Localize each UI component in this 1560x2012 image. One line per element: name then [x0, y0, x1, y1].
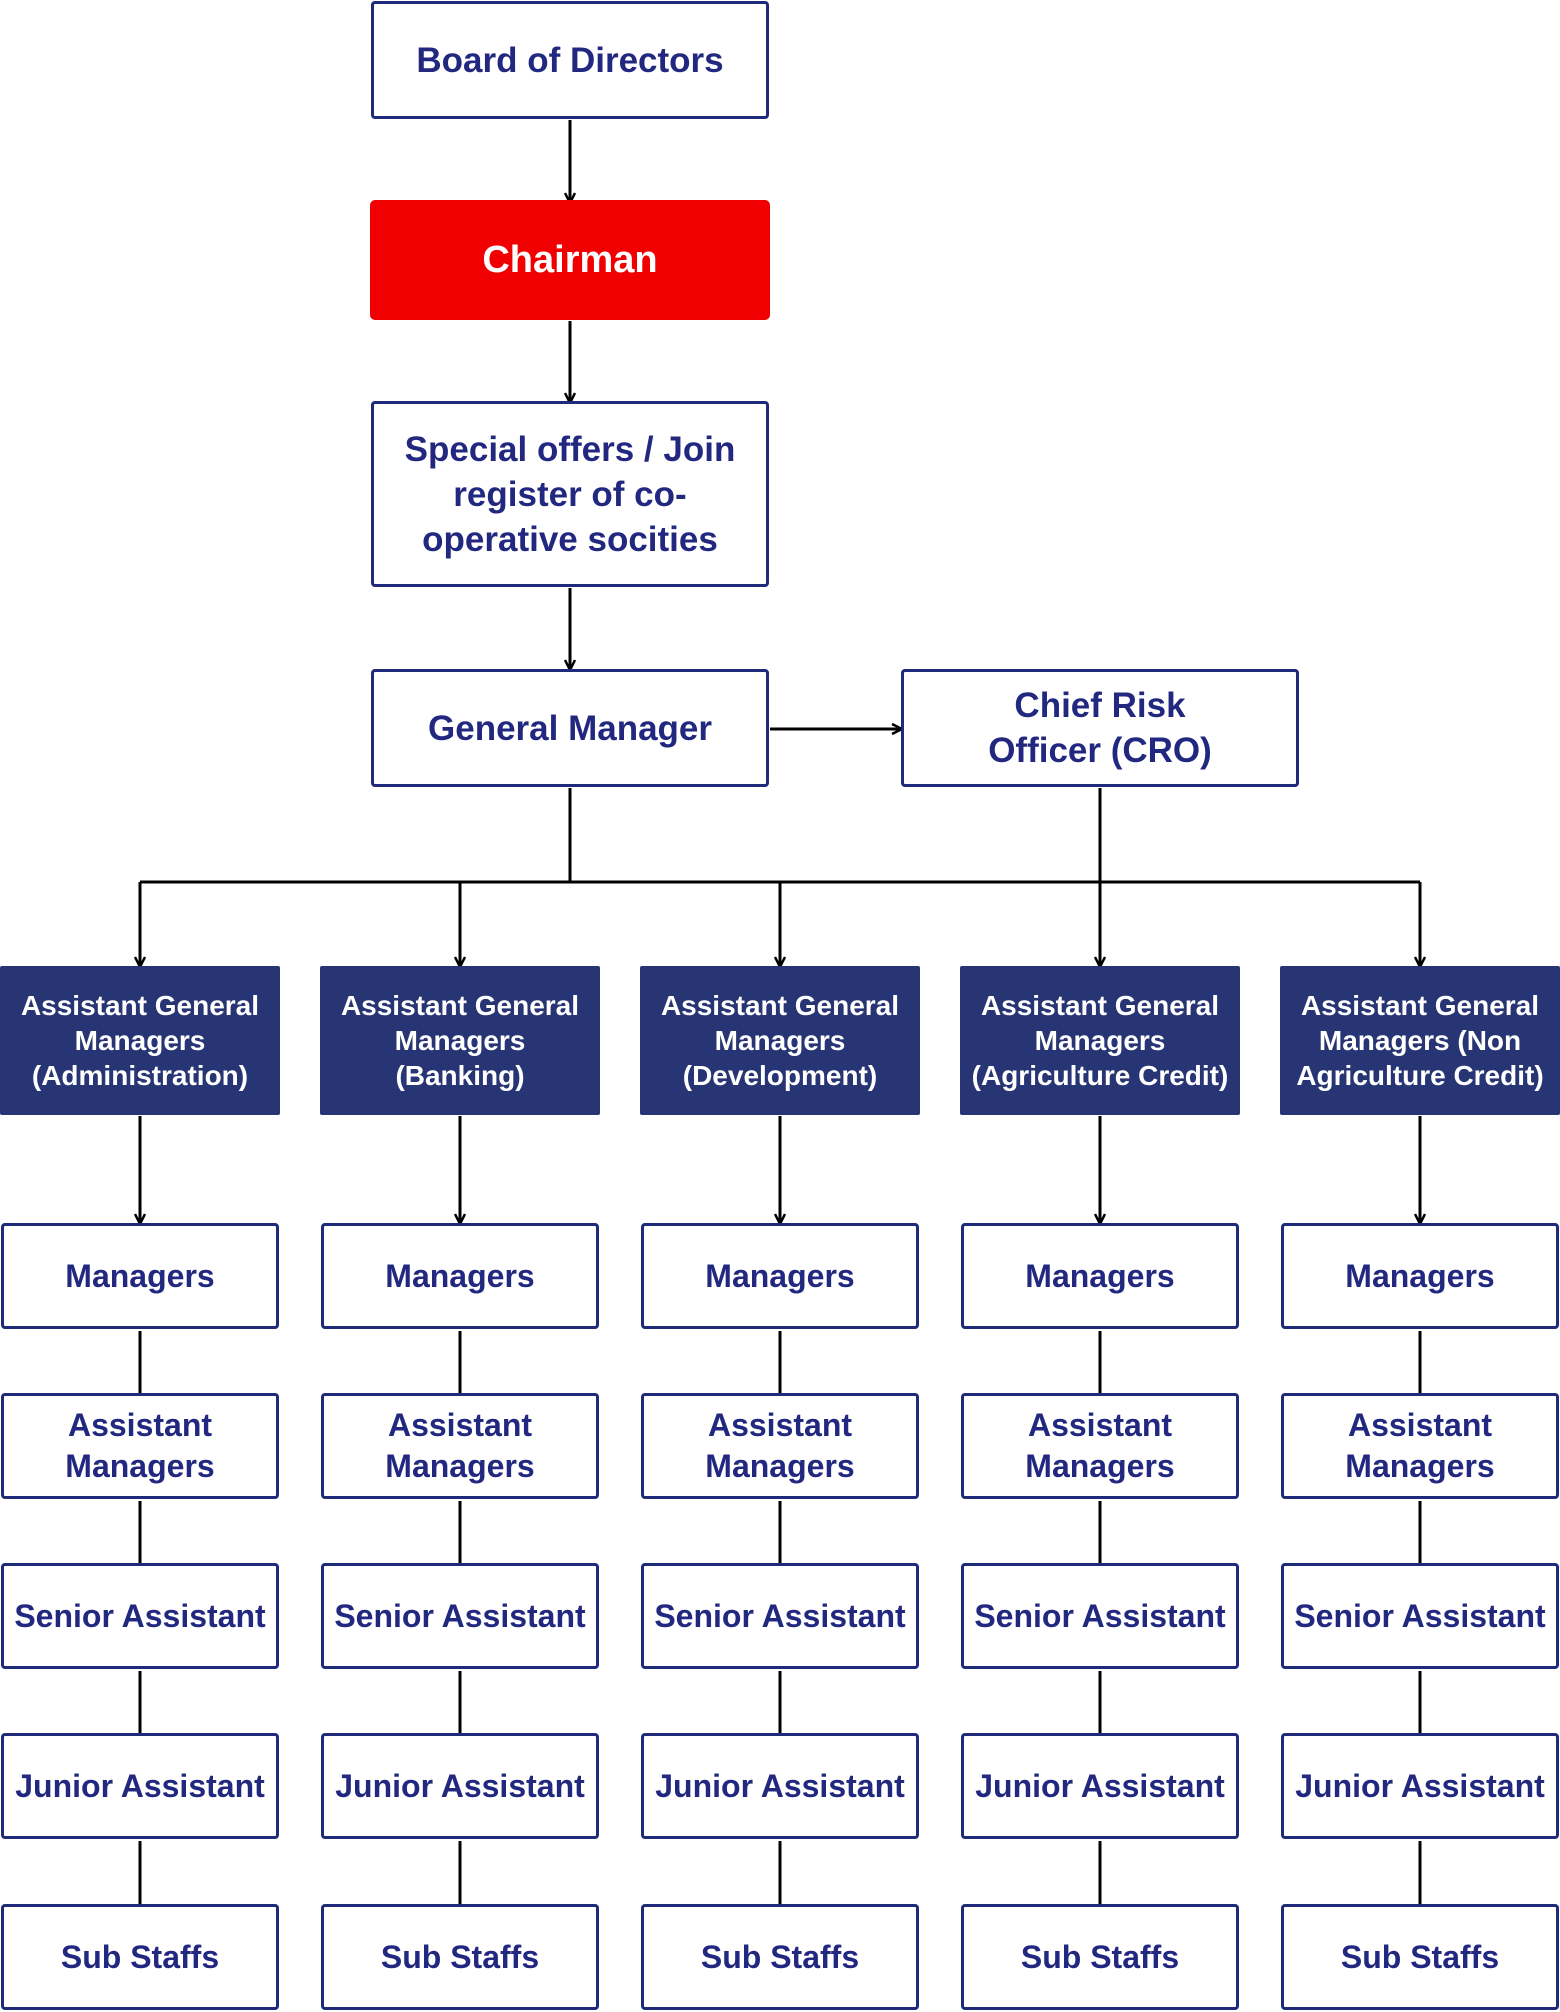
- sub-staffs-label: Sub Staffs: [1340, 1938, 1500, 1975]
- agm-development-label: Assistant General Managers (Development): [660, 990, 900, 1091]
- managers-label: Managers: [1345, 1257, 1495, 1294]
- junior-assistant-label: Junior Assistant: [335, 1767, 585, 1804]
- managers-box: Managers: [641, 1223, 919, 1329]
- chairman-label: Chairman: [482, 238, 658, 281]
- senior-assistant-box: Senior Assistant: [1281, 1563, 1559, 1669]
- sub-staffs-label: Sub Staffs: [60, 1938, 220, 1975]
- junior-assistant-label: Junior Assistant: [15, 1767, 265, 1804]
- agm-administration-label: Assistant General Managers (Administrati…: [20, 990, 260, 1091]
- senior-assistant-label: Senior Assistant: [1294, 1597, 1546, 1634]
- junior-assistant-box: Junior Assistant: [1281, 1733, 1559, 1839]
- agm-non-agriculture-credit-label: Assistant General Managers (Non Agricult…: [1296, 990, 1544, 1091]
- assistant-managers-label: Assistant Managers: [1345, 1407, 1495, 1484]
- managers-label: Managers: [385, 1257, 535, 1294]
- agm-non-agriculture-credit-box: Assistant General Managers (Non Agricult…: [1280, 966, 1560, 1115]
- assistant-managers-label: Assistant Managers: [1025, 1407, 1175, 1484]
- managers-label: Managers: [705, 1257, 855, 1294]
- junior-assistant-label: Junior Assistant: [1295, 1767, 1545, 1804]
- agm-banking-label: Assistant General Managers (Banking): [340, 990, 580, 1091]
- sub-staffs-box: Sub Staffs: [1281, 1904, 1559, 2010]
- junior-assistant-label: Junior Assistant: [655, 1767, 905, 1804]
- sub-staffs-box: Sub Staffs: [1, 1904, 279, 2010]
- assistant-managers-box: Assistant Managers: [321, 1393, 599, 1499]
- agm-agriculture-credit-box: Assistant General Managers (Agriculture …: [960, 966, 1240, 1115]
- managers-label: Managers: [1025, 1257, 1175, 1294]
- special-offers-box: Special offers / Join register of co-ope…: [371, 401, 769, 587]
- assistant-managers-box: Assistant Managers: [1281, 1393, 1559, 1499]
- senior-assistant-label: Senior Assistant: [654, 1597, 906, 1634]
- assistant-managers-label: Assistant Managers: [385, 1407, 535, 1484]
- junior-assistant-box: Junior Assistant: [1, 1733, 279, 1839]
- special-offers-label: Special offers / Join register of co-ope…: [404, 429, 736, 559]
- managers-box: Managers: [961, 1223, 1239, 1329]
- chief-risk-officer-label: Chief Risk Officer (CRO): [988, 686, 1212, 770]
- sub-staffs-box: Sub Staffs: [321, 1904, 599, 2010]
- sub-staffs-box: Sub Staffs: [641, 1904, 919, 2010]
- senior-assistant-box: Senior Assistant: [321, 1563, 599, 1669]
- senior-assistant-label: Senior Assistant: [334, 1597, 586, 1634]
- general-manager-box: General Manager: [371, 669, 769, 787]
- sub-staffs-box: Sub Staffs: [961, 1904, 1239, 2010]
- junior-assistant-box: Junior Assistant: [641, 1733, 919, 1839]
- agm-agriculture-credit-label: Assistant General Managers (Agriculture …: [971, 990, 1229, 1091]
- senior-assistant-box: Senior Assistant: [641, 1563, 919, 1669]
- senior-assistant-box: Senior Assistant: [1, 1563, 279, 1669]
- managers-label: Managers: [65, 1257, 215, 1294]
- managers-box: Managers: [1, 1223, 279, 1329]
- assistant-managers-label: Assistant Managers: [65, 1407, 215, 1484]
- sub-staffs-label: Sub Staffs: [1020, 1938, 1180, 1975]
- senior-assistant-box: Senior Assistant: [961, 1563, 1239, 1669]
- chairman-box: Chairman: [370, 200, 770, 320]
- general-manager-label: General Manager: [428, 708, 712, 748]
- board-of-directors-box: Board of Directors: [371, 1, 769, 119]
- senior-assistant-label: Senior Assistant: [974, 1597, 1226, 1634]
- junior-assistant-box: Junior Assistant: [961, 1733, 1239, 1839]
- assistant-managers-box: Assistant Managers: [1, 1393, 279, 1499]
- senior-assistant-label: Senior Assistant: [14, 1597, 266, 1634]
- assistant-managers-box: Assistant Managers: [961, 1393, 1239, 1499]
- chief-risk-officer-box: Chief Risk Officer (CRO): [901, 669, 1299, 787]
- agm-administration-box: Assistant General Managers (Administrati…: [0, 966, 280, 1115]
- managers-box: Managers: [321, 1223, 599, 1329]
- sub-staffs-label: Sub Staffs: [380, 1938, 540, 1975]
- agm-banking-box: Assistant General Managers (Banking): [320, 966, 600, 1115]
- agm-development-box: Assistant General Managers (Development): [640, 966, 920, 1115]
- managers-box: Managers: [1281, 1223, 1559, 1329]
- board-of-directors-label: Board of Directors: [416, 40, 724, 80]
- assistant-managers-box: Assistant Managers: [641, 1393, 919, 1499]
- assistant-managers-label: Assistant Managers: [705, 1407, 855, 1484]
- junior-assistant-label: Junior Assistant: [975, 1767, 1225, 1804]
- sub-staffs-label: Sub Staffs: [700, 1938, 860, 1975]
- junior-assistant-box: Junior Assistant: [321, 1733, 599, 1839]
